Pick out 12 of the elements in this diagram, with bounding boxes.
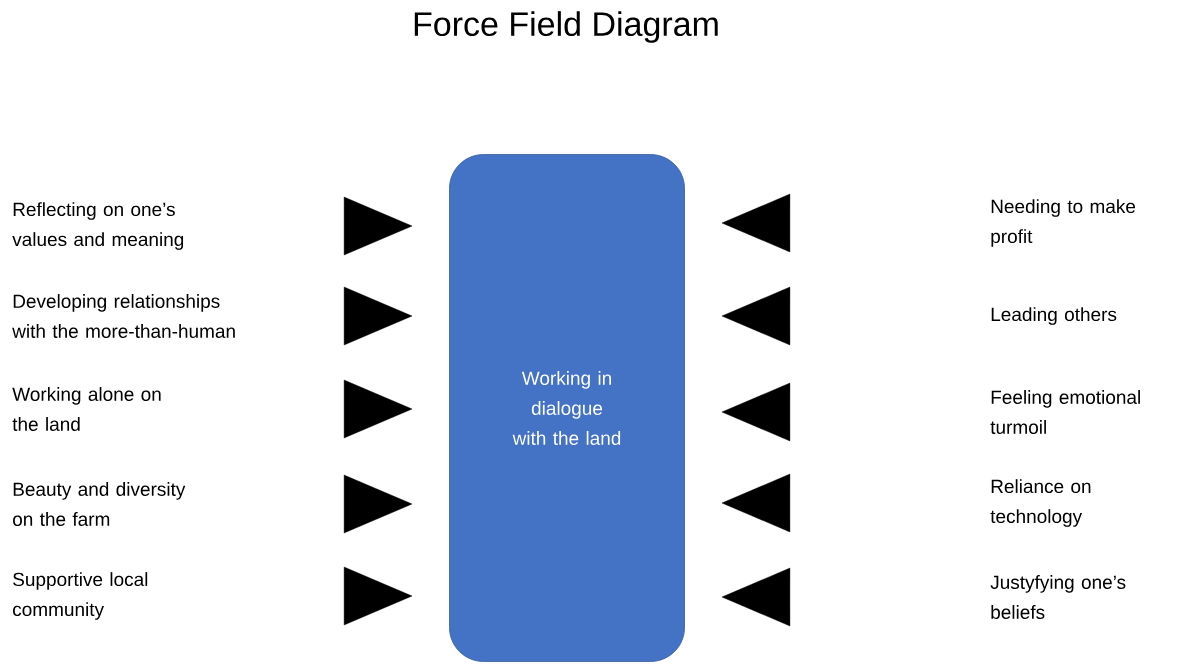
force-label: Working alone on the land <box>12 387 161 431</box>
force-label: Feeling emotional turmoil <box>990 390 1140 434</box>
center-box: Working in dialogue with the land <box>449 154 685 662</box>
title: Force Field Diagram <box>414 11 718 43</box>
force-label: Beauty and diversity on the farm <box>13 482 186 526</box>
force-label: Needing to make profit <box>991 199 1136 247</box>
force-label: Reflecting on one’s values and meaning <box>12 202 184 250</box>
force-label: Reliance on technology <box>990 479 1091 527</box>
force-label: Developing relationships with the more-than-human <box>12 294 235 338</box>
force-label: Justyfying one’s beliefs <box>990 575 1126 619</box>
force-label: Leading others <box>991 307 1117 325</box>
force-label: Supportive local community <box>13 572 148 620</box>
